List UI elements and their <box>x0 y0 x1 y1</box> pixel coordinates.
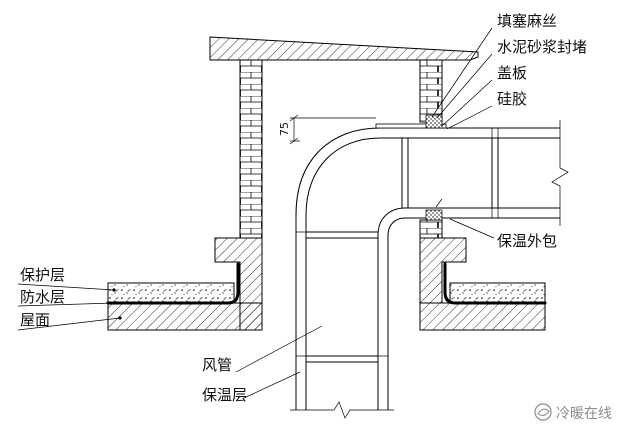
label-insulation-layer: 保温层 <box>202 386 247 404</box>
bottom-break-line <box>290 401 394 419</box>
label-packing: 填塞麻丝 <box>497 12 557 30</box>
cover-slab <box>209 36 479 61</box>
leader-insulation-layer <box>243 371 301 399</box>
label-roof-surface: 屋面 <box>20 311 50 329</box>
elbow-inner-outer <box>387 217 406 236</box>
label-insulation-wrap: 保温外包 <box>497 232 557 250</box>
duct-joint-upper <box>306 231 378 239</box>
hduct-joint-2 <box>491 138 499 208</box>
label-mortar-seal: 水泥砂浆封堵 <box>497 38 587 56</box>
right-brick-wall-upper <box>419 59 443 123</box>
label-air-duct: 风管 <box>202 356 232 374</box>
right-roof-slab <box>419 302 546 331</box>
elbow-inner-inner <box>377 207 406 236</box>
right-protection-layer <box>449 282 546 304</box>
right-break-line <box>551 120 569 226</box>
left-waterproof-membrane <box>106 262 240 305</box>
watermark: 冷暖在线 <box>534 403 612 422</box>
lower-seal-mastic <box>425 209 443 221</box>
leader-roof-surface <box>17 316 122 331</box>
duct-insulation-ticks <box>296 231 388 357</box>
left-protection-layer <box>107 282 235 304</box>
right-brick-wall-lower <box>419 219 443 239</box>
duct-joint-lower <box>306 355 378 363</box>
dimension-value: 75 <box>278 122 291 136</box>
leader-insulation-wrap <box>449 218 495 239</box>
elbow-outer-outer <box>295 127 381 216</box>
watermark-text: 冷暖在线 <box>556 406 612 422</box>
hduct-joint-1 <box>401 138 409 208</box>
left-roof-slab <box>107 302 263 331</box>
elbow-outer-inner <box>305 137 381 216</box>
lower-seal-tick <box>435 198 443 208</box>
label-waterproof-layer: 防水层 <box>20 288 65 306</box>
left-brick-wall <box>239 59 263 239</box>
leader-cover-plate <box>441 79 493 127</box>
leader-packing <box>431 27 493 118</box>
leader-protection-layer <box>17 283 116 292</box>
upper-seal-mastic <box>425 114 443 129</box>
hduct-flange-ticks <box>491 128 499 218</box>
label-silicone: 硅胶 <box>497 90 527 108</box>
leader-silicone <box>446 105 493 130</box>
dimension-75: 75 <box>278 114 376 145</box>
leader-mortar-seal <box>436 53 493 119</box>
right-waterproof-membrane <box>443 262 547 305</box>
wechat-logo-icon <box>534 403 552 421</box>
label-cover-plate: 盖板 <box>497 64 527 82</box>
label-protection-layer: 保护层 <box>20 266 65 284</box>
leader-air-duct <box>235 325 323 373</box>
leader-waterproof-layer <box>17 301 116 307</box>
cover-plate <box>375 123 447 129</box>
